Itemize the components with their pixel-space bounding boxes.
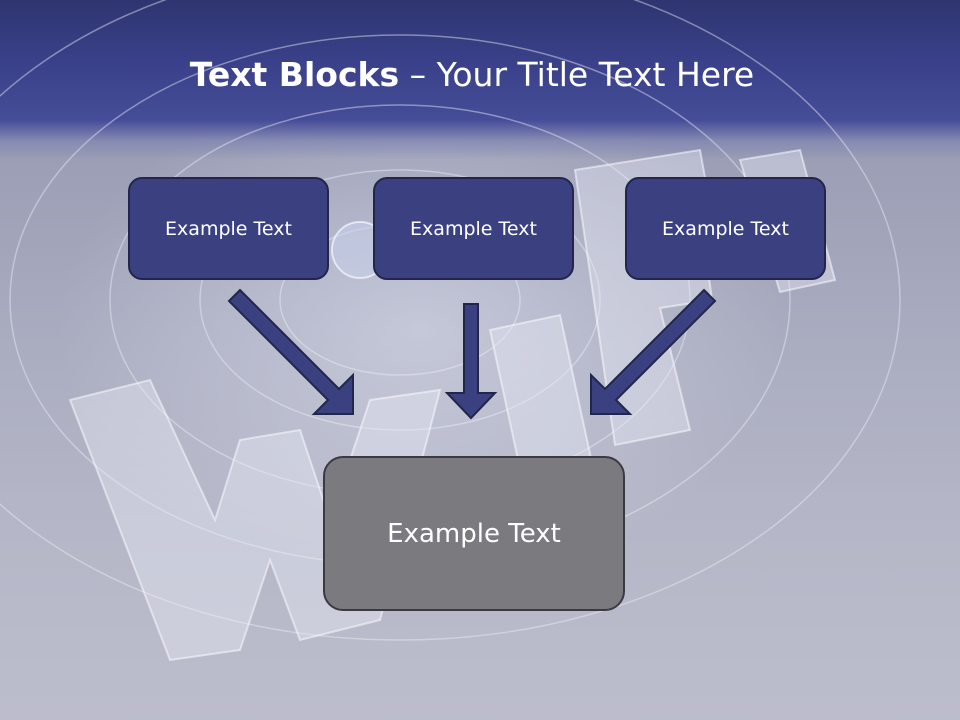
text-block-3-label: Example Text xyxy=(662,217,789,240)
text-block-1[interactable]: Example Text xyxy=(128,177,329,280)
center-text-block-label: Example Text xyxy=(387,518,561,549)
arrow-down-left-icon xyxy=(590,288,717,415)
arrow-down-right-icon xyxy=(227,288,354,415)
title-rest-part: Your Title Text Here xyxy=(436,55,755,94)
text-block-3[interactable]: Example Text xyxy=(625,177,826,280)
text-block-2[interactable]: Example Text xyxy=(373,177,574,280)
title-bold-part: Text Blocks xyxy=(189,55,400,94)
slide-title: Text Blocks – Your Title Text Here xyxy=(0,52,944,98)
header-band xyxy=(0,0,960,160)
text-block-1-label: Example Text xyxy=(165,217,292,240)
arrow-down-icon xyxy=(444,303,498,420)
title-dash: – xyxy=(399,55,437,94)
center-text-block[interactable]: Example Text xyxy=(323,456,625,611)
text-block-2-label: Example Text xyxy=(410,217,537,240)
